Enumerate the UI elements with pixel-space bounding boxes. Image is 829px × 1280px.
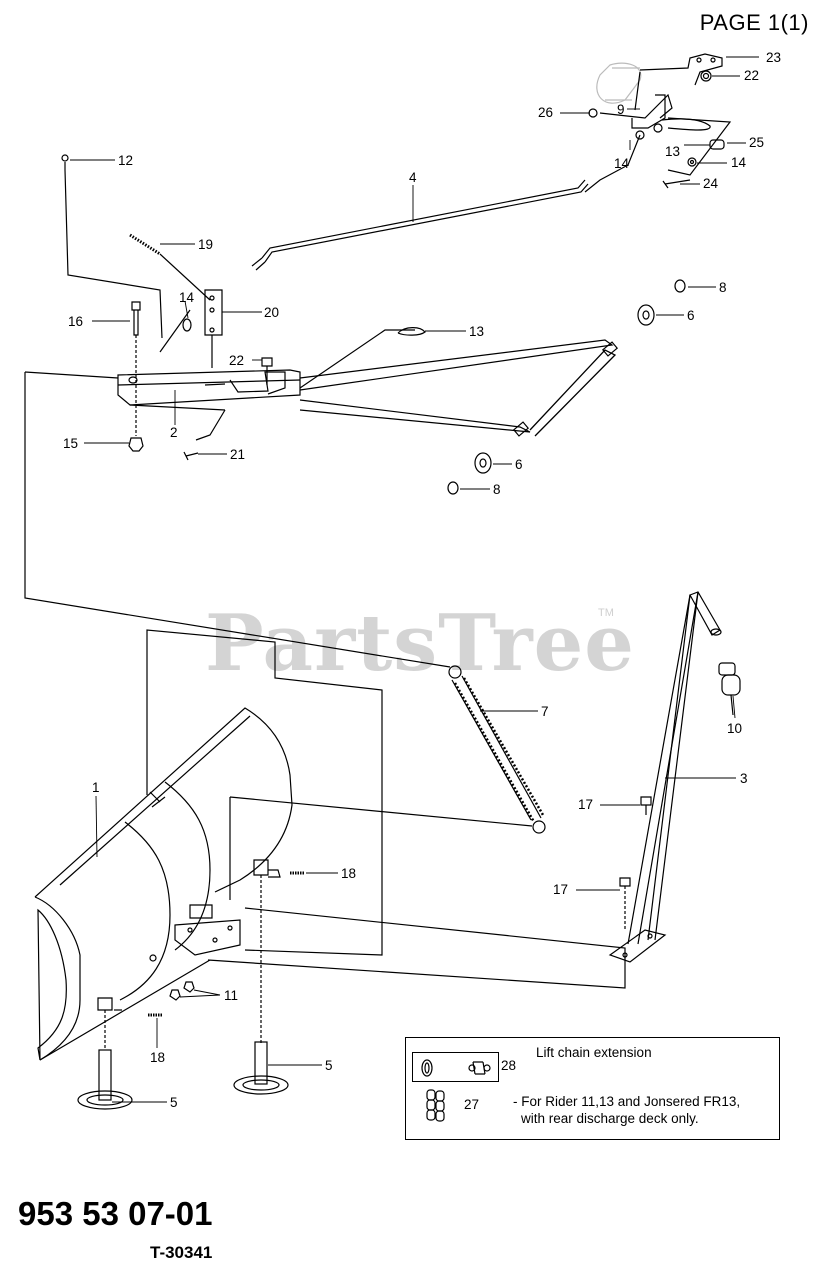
callout-26: 26 bbox=[538, 105, 553, 120]
skid-shoes bbox=[77, 859, 289, 1110]
drawing-number: T-30341 bbox=[150, 1243, 213, 1262]
bolt-16 bbox=[131, 301, 141, 436]
part-number: 953 53 07-01 bbox=[18, 1195, 213, 1232]
callout-13-mid: 13 bbox=[469, 324, 484, 339]
callout-6-top: 6 bbox=[687, 308, 695, 323]
callout-14-left: 14 bbox=[179, 290, 195, 305]
callout-22-top: 22 bbox=[744, 68, 759, 83]
callout-13-top: 13 bbox=[665, 144, 680, 159]
callout-17-bottom: 17 bbox=[553, 882, 568, 897]
callout-11: 11 bbox=[224, 988, 238, 1003]
lift-rod bbox=[251, 179, 589, 271]
callout-5-right: 5 bbox=[325, 1058, 333, 1073]
callout-12: 12 bbox=[118, 153, 133, 168]
note-callout-27: 27 bbox=[464, 1097, 480, 1112]
extension-spring bbox=[229, 665, 546, 834]
callout-24: 24 bbox=[703, 176, 719, 191]
callout-14-top: 14 bbox=[614, 156, 630, 171]
callout-19: 19 bbox=[198, 237, 213, 252]
chain-segment-icon bbox=[426, 1089, 445, 1122]
callout-14-right: 14 bbox=[731, 155, 747, 170]
callout-18-right: 18 bbox=[341, 866, 356, 881]
parts-tree-watermark: PartsTree bbox=[205, 598, 635, 689]
callout-23: 23 bbox=[766, 50, 781, 65]
chain-link-box bbox=[412, 1052, 499, 1082]
callout-4: 4 bbox=[409, 170, 417, 185]
callout-16: 16 bbox=[68, 314, 83, 329]
callout-20: 20 bbox=[264, 305, 279, 320]
note-title: Lift chain extension bbox=[536, 1045, 652, 1060]
callout-9: 9 bbox=[617, 102, 625, 117]
callout-15: 15 bbox=[63, 436, 78, 451]
pivot-bracket-assembly bbox=[584, 53, 732, 193]
callout-6-bottom: 6 bbox=[515, 457, 523, 472]
callout-8-top: 8 bbox=[719, 280, 727, 295]
lift-handle bbox=[608, 591, 741, 963]
callout-3: 3 bbox=[740, 771, 748, 786]
note-line-1: - For Rider 11,13 and Jonsered FR13, bbox=[513, 1094, 741, 1109]
callout-1: 1 bbox=[92, 780, 100, 795]
note-line-2: with rear discharge deck only. bbox=[521, 1111, 699, 1126]
callout-18-left: 18 bbox=[150, 1050, 165, 1065]
callout-10: 10 bbox=[727, 721, 742, 736]
page-label: PAGE 1(1) bbox=[699, 10, 809, 35]
push-frame bbox=[117, 339, 619, 441]
plow-blade bbox=[34, 707, 293, 1061]
lift-chain-extension-note: Lift chain extension 28 27 - For Rider 1… bbox=[405, 1037, 780, 1140]
callout-17-top: 17 bbox=[578, 797, 593, 812]
callout-22-mid: 22 bbox=[229, 353, 244, 368]
bushings bbox=[447, 279, 686, 495]
callout-8-bottom: 8 bbox=[493, 482, 501, 497]
callout-21: 21 bbox=[230, 447, 245, 462]
watermark-trademark: TM bbox=[598, 607, 614, 619]
lever-plate bbox=[159, 289, 223, 368]
chain-link-icon bbox=[421, 1059, 491, 1077]
leader-lines bbox=[70, 56, 759, 1103]
small-spring bbox=[129, 233, 211, 301]
note-callout-28: 28 bbox=[501, 1058, 517, 1073]
callout-5-left: 5 bbox=[170, 1095, 178, 1110]
callout-7: 7 bbox=[541, 704, 549, 719]
callout-2: 2 bbox=[170, 425, 178, 440]
callout-25: 25 bbox=[749, 135, 764, 150]
